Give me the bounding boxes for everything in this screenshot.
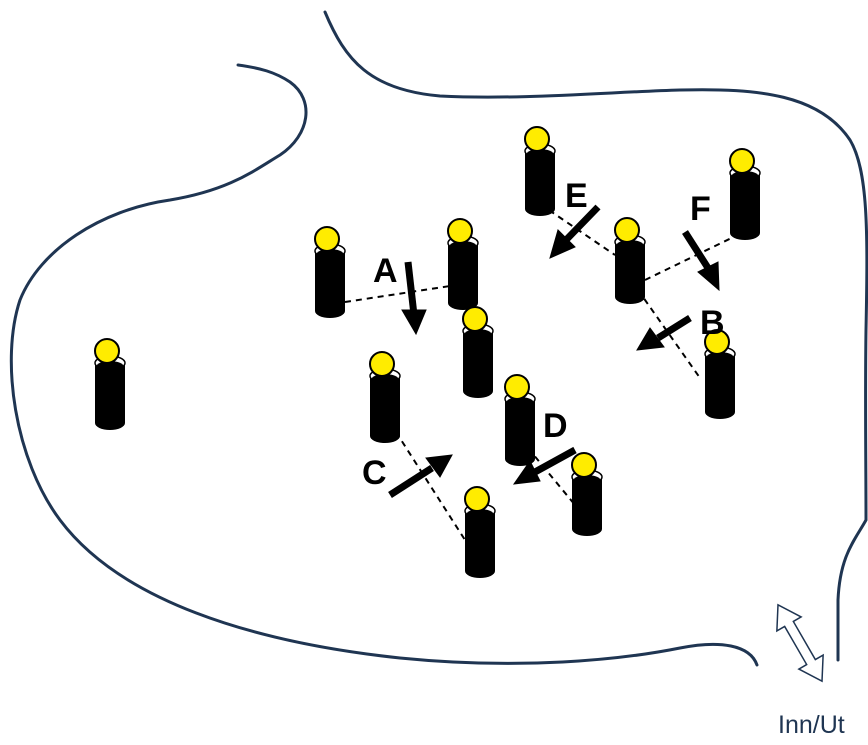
lamp-post-icon: [525, 127, 555, 216]
lamp-post-icon: [95, 339, 125, 430]
label-b: B: [700, 304, 725, 342]
lamp-post-icon: [572, 453, 602, 536]
area-boundary: [11, 12, 867, 665]
lamp-post-icon: [315, 227, 345, 318]
lamp-post-icon: [465, 487, 495, 578]
label-a: A: [373, 252, 398, 290]
arrow-c: [390, 468, 432, 495]
lamp-post-icon: [370, 352, 400, 443]
dashed-links: [345, 204, 748, 540]
double-headed-arrow-icon: [766, 598, 834, 688]
entrance-label: Inn/Ut: [778, 711, 845, 740]
lamp-post-icon: [615, 218, 645, 304]
lamp-post-icon: [705, 330, 735, 419]
label-c: C: [362, 454, 387, 492]
lamp-post-icon: [505, 375, 535, 466]
label-f: F: [690, 190, 711, 228]
lamp-post-icon: [448, 219, 478, 310]
arrow-d: [535, 450, 575, 472]
lamp-post-icon: [730, 149, 760, 240]
label-d: D: [543, 407, 568, 445]
arrow-b: [658, 318, 690, 338]
arrow-a: [408, 262, 414, 315]
lamp-post-icon: [463, 307, 493, 398]
movement-arrows: [390, 207, 719, 495]
label-e: E: [565, 177, 588, 215]
